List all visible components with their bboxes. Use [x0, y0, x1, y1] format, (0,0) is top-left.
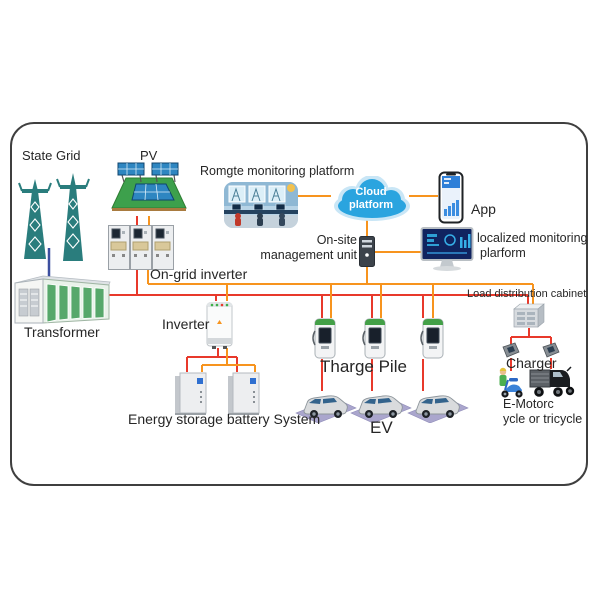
charger-label: Charger [506, 355, 557, 371]
onsite-unit-label: On-site management unit [260, 233, 357, 262]
server-icon [359, 236, 375, 267]
ev-label: EV [370, 418, 393, 437]
app-label: App [471, 201, 496, 217]
smartphone-icon [438, 171, 464, 224]
remote-monitoring-label: Romgte monitoring platform [200, 164, 355, 178]
charge-pile-icon [418, 315, 448, 360]
monitor-icon [420, 227, 475, 272]
inverter-label: Inverter [162, 316, 210, 332]
transmission-towers-icon [16, 161, 100, 267]
cloud-platform-label: Cloud platform [349, 186, 393, 212]
energy-storage-label: Energy storage battery System [128, 411, 321, 427]
ev-car-icon [294, 381, 358, 424]
ev-car-icon [406, 381, 470, 424]
load-cabinet-icon [512, 303, 546, 329]
solar-pv-icon [110, 158, 188, 216]
charge-pile-icon [360, 315, 390, 360]
transformer-building-icon [13, 267, 113, 326]
wall-charger-icon [500, 342, 522, 359]
cloud-icon [328, 175, 414, 224]
charge-pile-label: Tharge Pile [320, 357, 407, 376]
ongrid-inverter-label: On-grid inverter [150, 266, 248, 282]
tricycle-icon [529, 363, 577, 399]
control-room-icon [224, 182, 298, 228]
scooter-icon [494, 365, 527, 400]
battery-cabinet-icon [174, 371, 208, 415]
battery-cabinet-icon [227, 371, 261, 415]
wall-charger-icon [540, 342, 562, 359]
load-cabinet-label: Load distribution cabinet [467, 288, 587, 300]
comm-lines-orange [147, 195, 534, 372]
grid-cabinets-icon [108, 225, 174, 270]
ev-car-icon [349, 381, 413, 424]
charge-pile-icon [310, 315, 340, 360]
state-grid-label: State Grid [22, 148, 81, 163]
emotorcycle-label: E-Motorc ycle or tricycle [503, 397, 583, 426]
localized-monitoring-label: localized monitoring plarform [477, 231, 588, 260]
pv-label: PV [140, 148, 158, 163]
transformer-label: Transformer [24, 324, 100, 340]
inverter-icon [204, 300, 235, 350]
